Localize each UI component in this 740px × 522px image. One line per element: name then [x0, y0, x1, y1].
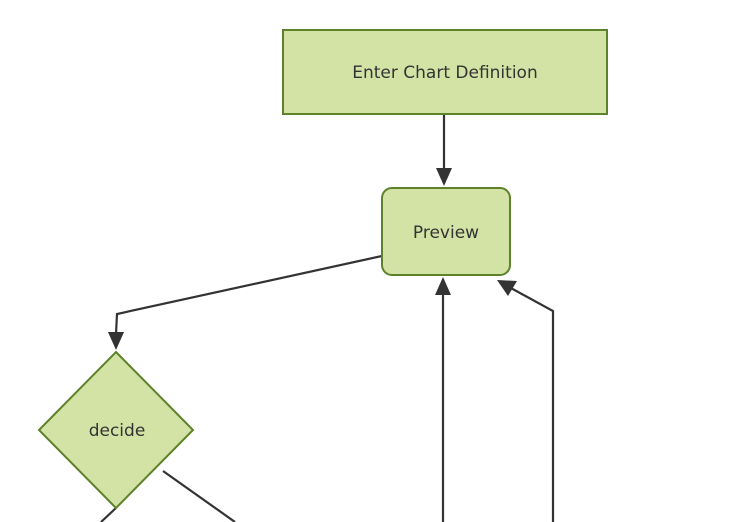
- edge-decide-bottom-out: [100, 507, 117, 522]
- node-label-decide: decide: [89, 421, 146, 441]
- node-shape-rounded-rectangle[interactable]: [381, 187, 511, 276]
- node-enter-chart-definition[interactable]: Enter Chart Definition: [282, 29, 608, 115]
- node-label-enter-chart-definition: Enter Chart Definition: [352, 63, 537, 83]
- node-label-preview: Preview: [413, 223, 479, 243]
- arrowhead-down-icon: [436, 168, 452, 186]
- node-preview[interactable]: Preview: [381, 187, 511, 276]
- edge-bottom-center-to-preview: [435, 277, 451, 522]
- arrowhead-up-left-icon: [497, 280, 517, 296]
- edge-line: [162, 470, 236, 522]
- node-decide[interactable]: decide: [37, 350, 195, 510]
- edge-line: [508, 286, 555, 522]
- edge-enter-to-preview: [436, 114, 452, 186]
- arrowhead-down-icon: [108, 332, 124, 350]
- node-layer: Enter Chart Definition Preview decide: [37, 29, 608, 510]
- edge-decide-right-out: [162, 470, 236, 522]
- edge-layer: [100, 114, 555, 522]
- edge-line: [114, 254, 383, 335]
- edge-line: [100, 507, 117, 522]
- edge-bottom-right-to-preview: [497, 280, 555, 522]
- edge-preview-to-decide: [108, 254, 383, 350]
- node-shape-rectangle[interactable]: [282, 29, 608, 115]
- arrowhead-up-icon: [435, 277, 451, 295]
- node-shape-diamond[interactable]: [37, 350, 195, 510]
